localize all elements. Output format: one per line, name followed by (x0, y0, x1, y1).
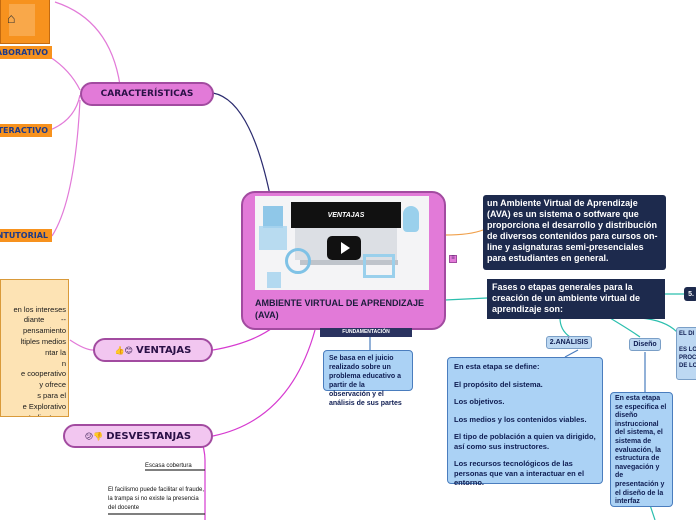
ventajas-line: n (3, 359, 66, 370)
fundamentacion-tag[interactable]: FUNDAMENTACIÓN (320, 328, 412, 337)
ventajas-emoji: 👍😊 (115, 346, 133, 355)
image-banner: VENTAJAS (291, 202, 401, 228)
home-icon: ⌂ (7, 10, 15, 26)
link-definition (445, 230, 483, 235)
node-caracteristicas-label: CARACTERÍSTICAS (101, 89, 194, 99)
diseno-label: Diseño (633, 341, 656, 348)
ventajas-line: e Explorativo (3, 402, 66, 413)
stage-5-node[interactable]: 5. (684, 287, 696, 301)
play-button[interactable] (327, 236, 361, 260)
play-icon (341, 242, 350, 254)
ventajas-line: e cooperativo (3, 369, 66, 380)
node-ventajas[interactable]: 👍😊 VENTAJAS (93, 338, 213, 362)
link-analisis (560, 318, 570, 337)
right-line-1: EL DI (679, 330, 695, 338)
ventajas-line: ntar la (3, 348, 66, 359)
link-analisis-box (565, 350, 578, 357)
analisis-line: Los medios y los contenidos viables. (454, 415, 596, 425)
desventaja-cobertura-text: Escasa cobertura (145, 463, 192, 469)
node-colaborativo-label: OLABORATIVO (0, 48, 48, 57)
node-colaborativo[interactable]: OLABORATIVO (0, 46, 52, 59)
people-icon (259, 226, 287, 250)
analisis-label: 2.ANÁLISIS (550, 339, 589, 346)
desventaja-facilismo[interactable]: El facilismo puede facilitar el fraude, … (108, 486, 205, 513)
link-fases (445, 298, 487, 300)
node-caracteristicas[interactable]: CARACTERÍSTICAS (80, 82, 214, 106)
link-diseno-down (650, 505, 655, 520)
desventaja-cobertura[interactable]: Escasa cobertura (145, 462, 205, 471)
analisis-line: Los objetivos. (454, 397, 596, 407)
fases-title: Fases o etapas generales para la creació… (492, 282, 640, 314)
link-interactivo (50, 95, 80, 130)
central-node[interactable]: VENTAJAS AMBIENTE VIRTUAL DE APRENDIZAJE… (241, 191, 446, 330)
juicio-text: Se basa en el juicio realizado sobre un … (329, 355, 402, 407)
analisis-line: El tipo de población a quien va dirigido… (454, 432, 596, 451)
analisis-tag[interactable]: 2.ANÁLISIS (546, 336, 592, 349)
diseno-text: En esta etapa se especifica el diseño in… (615, 395, 666, 505)
analisis-line: En esta etapa se define: (454, 362, 596, 372)
image-banner-text: VENTAJAS (328, 212, 365, 219)
node-desventajas[interactable]: 😕👎 DESVESTANJAS (63, 424, 213, 448)
central-image: VENTAJAS (255, 196, 429, 290)
link-desventajas (213, 330, 315, 436)
node-ventajas-label: VENTAJAS (136, 345, 191, 356)
link-caracteristicas (213, 93, 270, 195)
ventajas-line: pensamiento (3, 326, 66, 337)
right-line-5: DE LO (679, 362, 695, 370)
node-desventajas-label: DESVESTANJAS (106, 431, 191, 442)
juicio-box[interactable]: Se basa en el juicio realizado sobre un … (323, 350, 413, 391)
definition-text: un Ambiente Virtual de Aprendizaje (AVA)… (487, 198, 658, 263)
document-icon (363, 254, 395, 278)
central-title: AMBIENTE VIRTUAL DE APRENDIZAJE (AVA) (255, 297, 435, 321)
stage-5-label: 5. (688, 291, 694, 298)
building-icon (263, 206, 283, 228)
diseno-box[interactable]: En esta etapa se especifica el diseño in… (610, 392, 673, 507)
analisis-box[interactable]: En esta etapa se define: El propósito del… (447, 357, 603, 484)
right-line-2 (679, 338, 695, 346)
analisis-line: Los recursos tecnológicos de las persona… (454, 459, 596, 488)
definition-box[interactable]: un Ambiente Virtual de Aprendizaje (AVA)… (483, 195, 666, 270)
desventaja-facilismo-text: El facilismo puede facilitar el fraude, … (108, 487, 204, 511)
right-partial-box[interactable]: EL DI ES LO PROC DE LO (676, 327, 696, 380)
ventajas-line: y ofrece (3, 380, 66, 391)
microphone-icon (403, 206, 419, 232)
ventajas-line: en los intereses (3, 305, 66, 316)
link-ventajas-text (70, 340, 93, 350)
analisis-lines: En esta etapa se define: El propósito del… (454, 362, 596, 488)
link-right-partial (640, 318, 677, 332)
fundamentacion-tag-text: FUNDAMENTACIÓN (342, 329, 389, 335)
gear-icon (267, 272, 281, 288)
node-interactivo[interactable]: INTERACTIVO (0, 124, 52, 137)
node-interactivo-label: INTERACTIVO (0, 126, 48, 135)
fases-box[interactable]: Fases o etapas generales para la creació… (487, 279, 665, 319)
link-diseno (610, 318, 640, 337)
link-top (55, 2, 120, 85)
link-colaborativo (50, 57, 80, 90)
right-line-4: PROC (679, 354, 695, 362)
right-line-3: ES LO (679, 346, 695, 354)
desventajas-emoji: 😕👎 (85, 432, 103, 441)
ventajas-line: estudiante un (3, 413, 66, 417)
ventajas-line: ltiples medios (3, 337, 66, 348)
notes-icon[interactable]: ≡ (449, 255, 457, 263)
diseno-tag[interactable]: Diseño (629, 338, 661, 351)
ventajas-line: diante -- (3, 315, 66, 326)
analisis-line: El propósito del sistema. (454, 380, 596, 390)
ventajas-line: s para el (3, 391, 66, 402)
clock-icon (285, 248, 311, 274)
top-orange-card: ⌂ (0, 0, 50, 44)
